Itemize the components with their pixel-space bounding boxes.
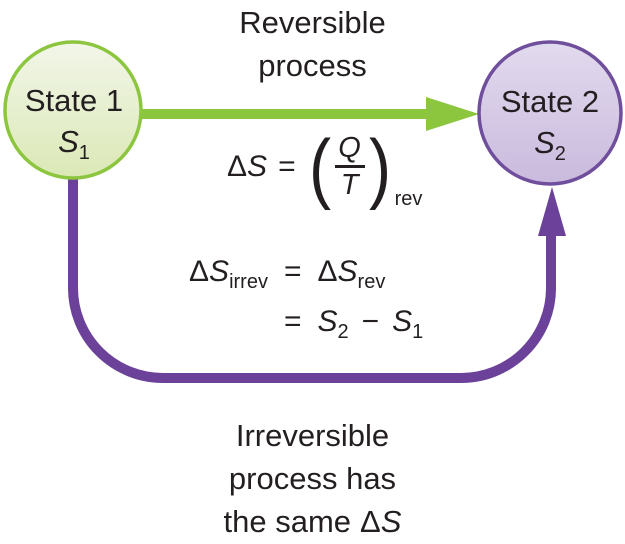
reversible-process-label-line2: process — [258, 48, 367, 83]
eq2-delta2: Δ — [317, 255, 338, 288]
eq1-denominator: T — [340, 169, 359, 202]
eq2-sA-subscript: 2 — [337, 321, 349, 343]
eq2-rev-subscript: rev — [357, 271, 386, 293]
irreversible-process-path — [68, 168, 556, 383]
state2-subscript: 2 — [554, 143, 566, 165]
eq1-open-paren: ( — [308, 123, 331, 211]
eq1-numerator: Q — [338, 131, 361, 164]
eq2-equals-1: = — [283, 255, 302, 288]
eq2-lhs: ΔSirrev — [189, 252, 268, 302]
eq1-fraction: Q T — [333, 131, 367, 202]
state1-subscript: 1 — [78, 142, 90, 164]
eq2-s1: S — [209, 255, 230, 288]
eq2-equals-2: = — [283, 305, 302, 338]
state1-label: State 1 S1 — [5, 80, 143, 174]
reversible-entropy-equation: ΔS = ( Q T ) rev — [227, 123, 422, 211]
eq2-sB-subscript: 1 — [412, 321, 424, 343]
state1-symbol: S — [58, 124, 79, 159]
eq2-sA: S — [317, 305, 338, 338]
eq1-delta-s: ΔS — [227, 150, 267, 184]
eq1-close-paren: ) — [368, 123, 391, 211]
state1-name: State 1 — [24, 83, 124, 118]
eq2-rhs-1: ΔSrev — [317, 252, 423, 302]
irreversible-entropy-equation: ΔSirrev = ΔSrev = S2−S1 — [189, 252, 423, 352]
eq2-sB: S — [392, 305, 413, 338]
reversible-arrow-head — [426, 97, 479, 131]
state2-symbol: S — [534, 125, 555, 160]
eq2-delta1: Δ — [189, 255, 210, 288]
eq1-delta: Δ — [227, 150, 248, 184]
state1-circle — [3, 40, 143, 180]
reversible-process-label-line1: Reversible — [239, 5, 386, 40]
irreversible-caption-s: S — [380, 504, 402, 539]
eq1-rev-subscript: rev — [394, 187, 423, 210]
state2-circle — [477, 40, 623, 186]
irreversible-caption-delta: Δ — [360, 504, 381, 539]
irreversible-caption-line1: Irreversible — [235, 418, 390, 453]
state2-label: State 2 S2 — [478, 81, 622, 175]
eq1-s: S — [247, 150, 268, 184]
irreversible-caption-line2: process has — [228, 461, 397, 496]
state2-entropy-symbol: S2 — [478, 122, 622, 175]
eq2-s2: S — [337, 255, 358, 288]
reversible-process-label: Reversible process — [0, 1, 625, 87]
eq2-minus: − — [361, 305, 380, 338]
state1-entropy-symbol: S1 — [5, 121, 143, 174]
state2-name: State 2 — [500, 84, 600, 119]
eq2-rhs-2: S2−S1 — [317, 302, 423, 352]
eq1-fraction-bar — [334, 165, 365, 169]
irreversible-arrow-head — [538, 187, 566, 236]
irreversible-caption-line3-text: the same — [223, 504, 352, 539]
eq2-irrev-subscript: irrev — [229, 271, 268, 293]
eq1-equals: = — [278, 150, 296, 184]
